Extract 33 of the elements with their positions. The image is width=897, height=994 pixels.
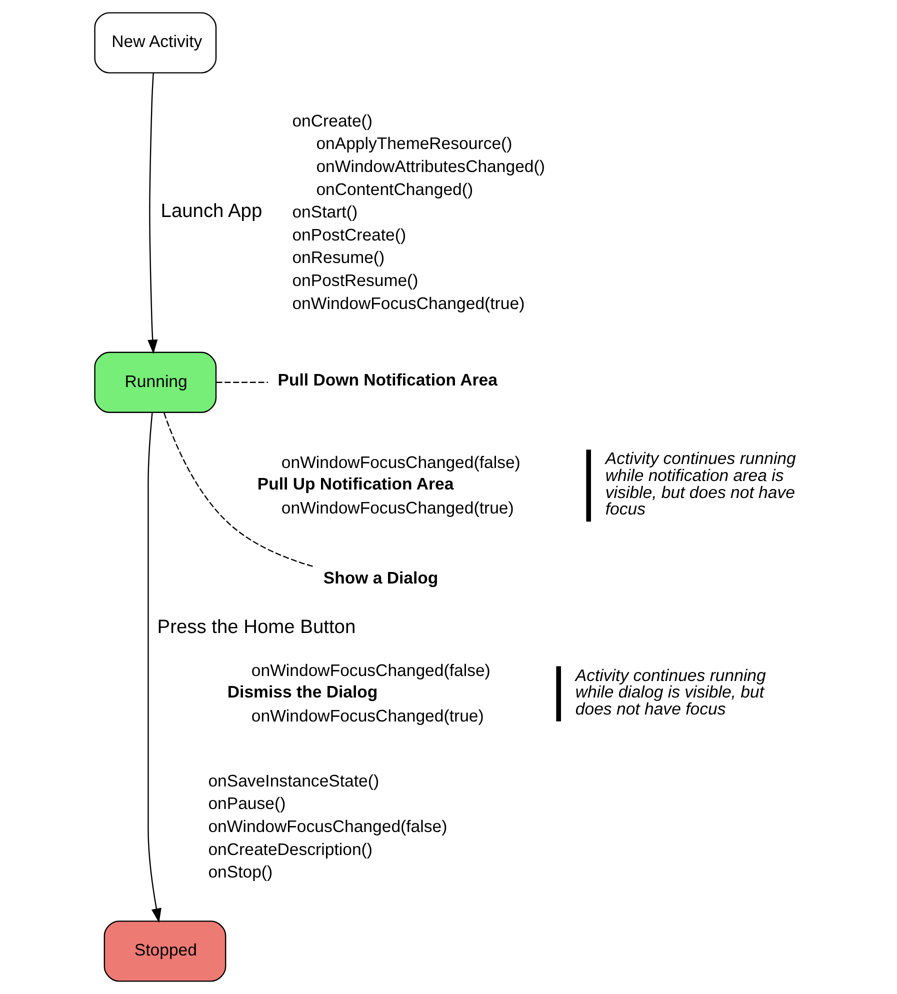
label: Activity continues running while dialog is visible, but does not have focus bbox=[575, 666, 766, 718]
node-box: Stopped bbox=[104, 920, 226, 982]
label: onApplyThemeResource() bbox=[316, 134, 512, 154]
label: onStart() bbox=[292, 202, 358, 222]
label: onWindowAttributesChanged() bbox=[316, 157, 545, 176]
label: Activity continues running while notification area is visible, but does not have focus bbox=[605, 449, 796, 519]
edge-label: Launch App bbox=[160, 201, 262, 222]
node-box: Running bbox=[94, 352, 217, 413]
label: onSaveInstanceState() bbox=[208, 771, 380, 790]
label: onWindowFocusChanged(false) bbox=[281, 452, 520, 472]
label: Dismiss the Dialog bbox=[227, 682, 378, 702]
node-text: Show a Dialog bbox=[323, 568, 438, 588]
label: onWindowFocusChanged(true) bbox=[281, 498, 514, 518]
connector bbox=[164, 412, 314, 568]
label: onResume() bbox=[292, 248, 385, 268]
label: onPostResume() bbox=[292, 271, 418, 290]
label: onPostCreate() bbox=[292, 225, 406, 244]
arrow bbox=[148, 412, 162, 923]
label: onCreateDescription() bbox=[208, 840, 373, 859]
label: Pull Up Notification Area bbox=[257, 474, 454, 494]
label: onCreate() bbox=[292, 111, 372, 130]
arrow bbox=[148, 72, 158, 354]
label: onWindowFocusChanged(false) bbox=[251, 661, 490, 680]
label: onWindowFocusChanged(true) bbox=[251, 706, 484, 726]
edge-label: Press the Home Button bbox=[157, 616, 356, 638]
label: onContentChanged() bbox=[316, 180, 474, 199]
node-box: New Activity bbox=[94, 12, 217, 74]
connector bbox=[216, 382, 268, 383]
node-text: Pull Down Notification Area bbox=[278, 370, 498, 390]
label: onWindowFocusChanged(true) bbox=[292, 294, 525, 313]
label: onWindowFocusChanged(false) bbox=[208, 817, 448, 836]
label: onStop() bbox=[208, 862, 273, 882]
label: onPause() bbox=[208, 794, 286, 814]
